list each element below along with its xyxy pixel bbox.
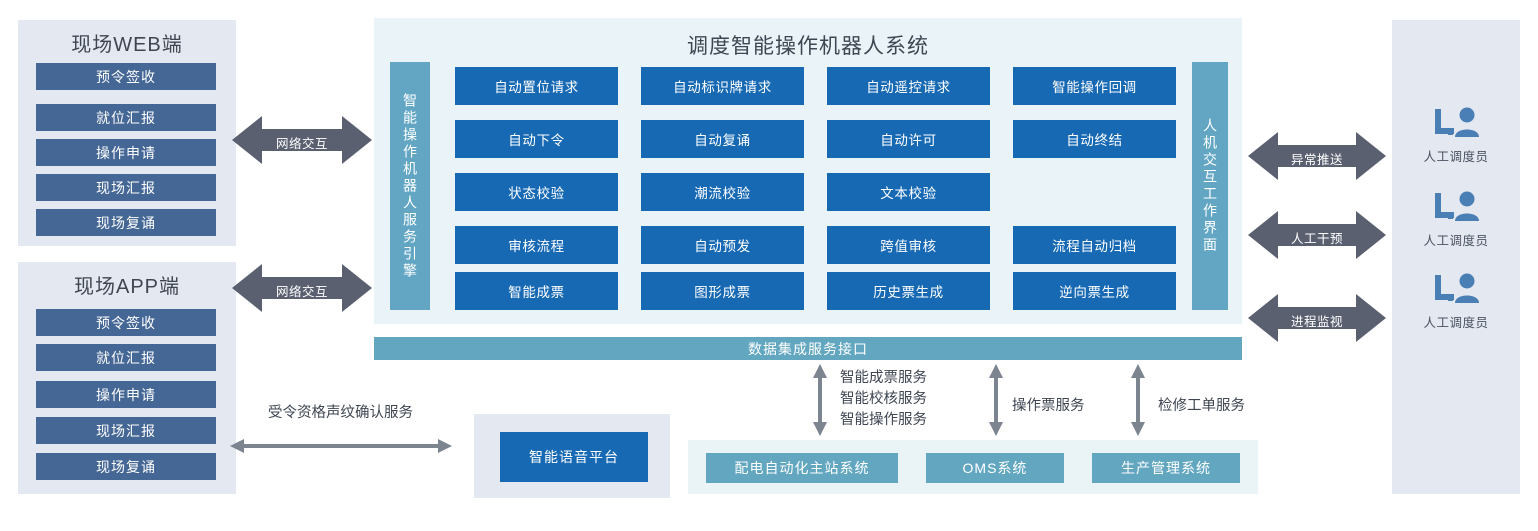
web-client-panel: [18, 20, 236, 246]
service-flow-arrow-2: [988, 364, 1004, 436]
grid-cell-r3c1[interactable]: 自动预发: [641, 226, 804, 264]
operator-desk-icon: [1396, 190, 1516, 229]
operator-1: 人工调度员: [1396, 106, 1516, 165]
grid-cell-r4c0[interactable]: 智能成票: [455, 272, 618, 310]
operator-2-label: 人工调度员: [1423, 234, 1489, 248]
process-monitor-arrow: [1248, 290, 1386, 346]
exception-push-arrow: [1248, 128, 1386, 184]
network-arrow-1: [232, 112, 372, 168]
exception-push-label: 异常推送: [1290, 153, 1343, 167]
grid-cell-r0c2[interactable]: 自动遥控请求: [827, 67, 990, 105]
app-client-item-3[interactable]: 现场汇报: [36, 417, 216, 444]
web-client-item-1[interactable]: 就位汇报: [36, 104, 216, 131]
app-client-item-2[interactable]: 操作申请: [36, 381, 216, 408]
grid-cell-r2c0[interactable]: 状态校验: [455, 173, 618, 211]
web-client-item-3[interactable]: 现场汇报: [36, 174, 216, 201]
service-flow-label-1: 智能成票服务 智能校核服务 智能操作服务: [840, 370, 927, 429]
operator-2: 人工调度员: [1396, 190, 1516, 249]
operator-3: 人工调度员: [1396, 272, 1516, 331]
grid-cell-r4c2[interactable]: 历史票生成: [827, 272, 990, 310]
grid-cell-r3c0[interactable]: 审核流程: [455, 226, 618, 264]
network-arrow-1-label: 网络交互: [275, 137, 328, 151]
web-client-item-2[interactable]: 操作申请: [36, 139, 216, 166]
manual-intervention-arrow: [1248, 207, 1386, 263]
grid-cell-r2c1[interactable]: 潮流校验: [641, 173, 804, 211]
external-system-2[interactable]: 生产管理系统: [1092, 453, 1240, 483]
grid-cell-r0c1[interactable]: 自动标识牌请求: [641, 67, 804, 105]
operator-desk-icon: [1396, 272, 1516, 311]
web-client-title: 现场WEB端: [71, 34, 183, 56]
operator-desk-icon: [1396, 106, 1516, 145]
app-client-item-4[interactable]: 现场复诵: [36, 453, 216, 480]
voiceprint-arrow: [230, 438, 452, 454]
robot-system-title: 调度智能操作机器人系统: [687, 35, 929, 58]
grid-cell-r1c2[interactable]: 自动许可: [827, 120, 990, 158]
robot-service-engine-bar[interactable]: 智能操作机器人服务引擎: [390, 62, 430, 310]
operators-panel: [1392, 20, 1520, 494]
data-integration-bar[interactable]: 数据集成服务接口: [374, 337, 1242, 360]
app-client-title: 现场APP端: [73, 276, 181, 298]
grid-cell-r1c1[interactable]: 自动复诵: [641, 120, 804, 158]
grid-cell-r3c3[interactable]: 流程自动归档: [1013, 226, 1176, 264]
voiceprint-service-label: 受令资格声纹确认服务: [268, 405, 413, 421]
network-arrow-2: [232, 260, 372, 316]
service-flow-label-2: 操作票服务: [1012, 398, 1085, 414]
service-flow-arrow-3: [1130, 364, 1146, 436]
network-arrow-2-label: 网络交互: [275, 285, 328, 299]
process-monitor-label: 进程监视: [1290, 315, 1343, 329]
app-client-item-1[interactable]: 就位汇报: [36, 344, 216, 371]
grid-cell-r0c0[interactable]: 自动置位请求: [455, 67, 618, 105]
grid-cell-r1c3[interactable]: 自动终结: [1013, 120, 1176, 158]
app-client-item-0[interactable]: 预令签收: [36, 309, 216, 336]
grid-cell-r2c2[interactable]: 文本校验: [827, 173, 990, 211]
manual-intervention-label: 人工干预: [1290, 232, 1343, 246]
grid-cell-r4c1[interactable]: 图形成票: [641, 272, 804, 310]
grid-cell-r4c3[interactable]: 逆向票生成: [1013, 272, 1176, 310]
human-machine-interface-bar[interactable]: 人机交互工作界面: [1192, 62, 1228, 310]
service-flow-arrow-1: [812, 364, 828, 436]
grid-cell-r1c0[interactable]: 自动下令: [455, 120, 618, 158]
voice-platform-button[interactable]: 智能语音平台: [500, 432, 648, 482]
web-client-item-0[interactable]: 预令签收: [36, 63, 216, 90]
external-system-0[interactable]: 配电自动化主站系统: [706, 453, 898, 483]
grid-cell-r3c2[interactable]: 跨值审核: [827, 226, 990, 264]
operator-1-label: 人工调度员: [1423, 150, 1489, 164]
web-client-item-4[interactable]: 现场复诵: [36, 209, 216, 236]
external-system-1[interactable]: OMS系统: [926, 453, 1064, 483]
grid-cell-r0c3[interactable]: 智能操作回调: [1013, 67, 1176, 105]
service-flow-label-3: 检修工单服务: [1158, 398, 1245, 414]
operator-3-label: 人工调度员: [1423, 316, 1489, 330]
